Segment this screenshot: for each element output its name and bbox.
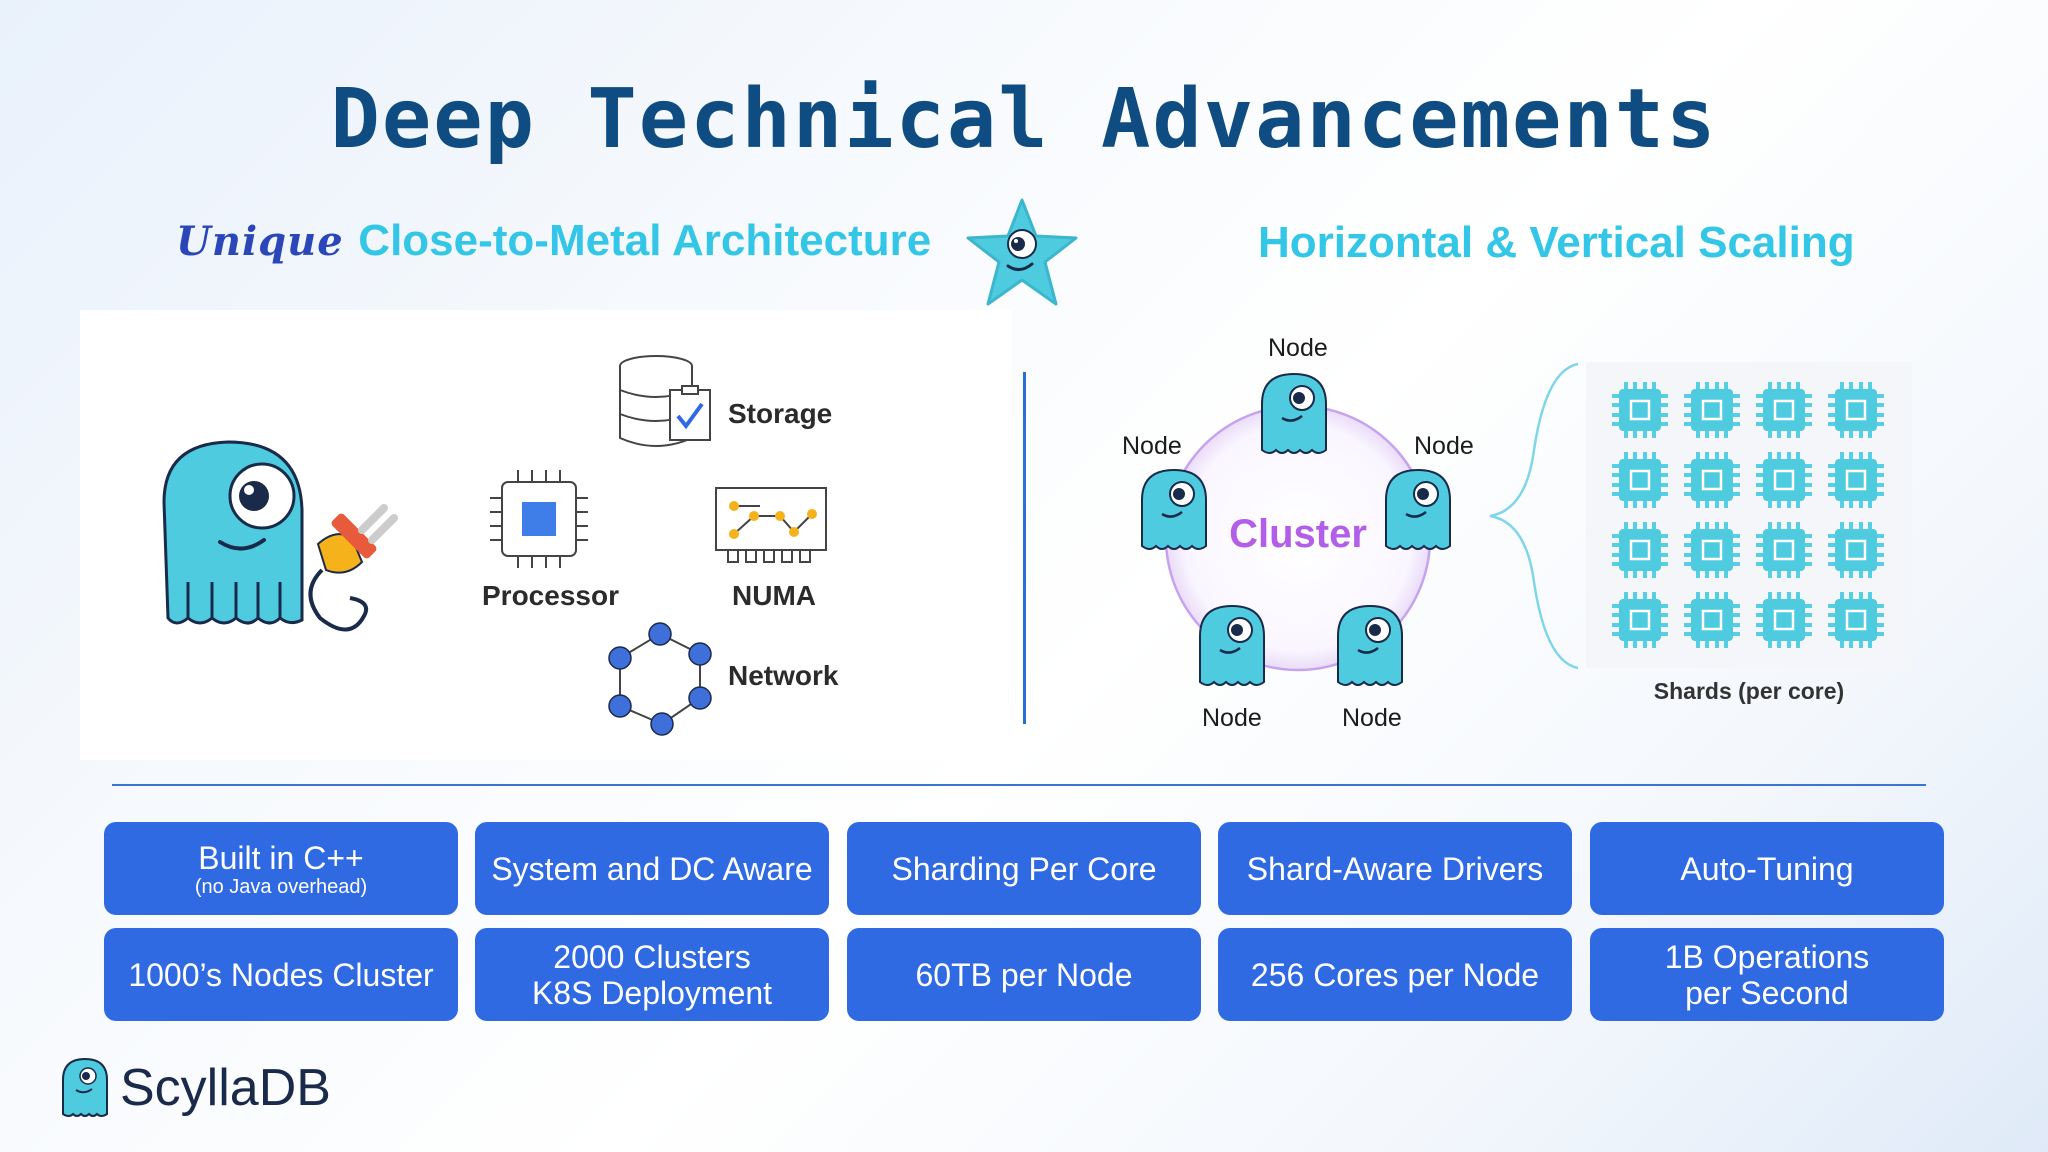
brand-name: ScyllaDB xyxy=(120,1059,331,1117)
feature-1b-operations: 1B Operations per Second xyxy=(1590,928,1944,1021)
feature-title: 256 Cores per Node xyxy=(1250,956,1540,993)
octopus-plug-mascot-icon xyxy=(162,440,398,632)
feature-256-cores: 256 Cores per Node xyxy=(1218,928,1572,1021)
feature-title: 60TB per Node xyxy=(915,956,1133,993)
feature-title: Built in C++ xyxy=(198,839,364,876)
processor-label: Processor xyxy=(482,580,619,611)
feature-title: Shard-Aware Drivers xyxy=(1246,850,1544,887)
feature-60tb-per-node: 60TB per Node xyxy=(847,928,1201,1021)
feature-title: 1000’s Nodes Cluster xyxy=(128,956,434,993)
node-mascot-icon xyxy=(1199,604,1265,686)
feature-title: 2000 Clusters xyxy=(553,938,751,975)
unique-emphasis: Unique xyxy=(176,218,344,265)
shard-core-grid xyxy=(1610,380,1886,650)
feature-title-line2: K8S Deployment xyxy=(531,974,773,1011)
shards-grid-panel xyxy=(1586,362,1912,668)
node-label: Node xyxy=(1268,334,1328,362)
node-label: Node xyxy=(1202,704,1262,732)
feature-auto-tuning: Auto-Tuning xyxy=(1590,822,1944,915)
right-heading: Horizontal & Vertical Scaling xyxy=(1258,218,1855,267)
network-icon xyxy=(608,622,712,736)
feature-title: 1B Operations xyxy=(1664,938,1870,975)
horizontal-rule xyxy=(112,784,1926,786)
shards-label: Shards (per core) xyxy=(1653,678,1845,704)
node-mascot-icon xyxy=(1141,468,1207,550)
storage-label: Storage xyxy=(728,398,833,429)
node-mascot-icon xyxy=(1385,468,1451,550)
feature-title: System and DC Aware xyxy=(491,850,813,887)
numa-board-icon xyxy=(715,487,827,563)
left-heading: Unique Close-to-Metal Architecture xyxy=(176,216,931,266)
feature-title: Sharding Per Core xyxy=(891,850,1157,887)
feature-title: Auto-Tuning xyxy=(1680,850,1854,887)
network-label: Network xyxy=(728,660,839,691)
feature-sharding-per-core: Sharding Per Core xyxy=(847,822,1201,915)
node-label: Node xyxy=(1414,432,1474,460)
node-label: Node xyxy=(1122,432,1182,460)
star-mascot-icon xyxy=(966,198,1078,306)
feature-built-in-cpp: Built in C++ (no Java overhead) xyxy=(104,822,458,915)
section-divider xyxy=(1023,372,1026,724)
node-mascot-icon xyxy=(1261,372,1327,454)
feature-k8s-deployment: 2000 Clusters K8S Deployment xyxy=(475,928,829,1021)
processor-icon xyxy=(490,470,588,568)
feature-nodes-cluster: 1000’s Nodes Cluster xyxy=(104,928,458,1021)
node-mascot-icon xyxy=(1337,604,1403,686)
cluster-label: Cluster xyxy=(1229,512,1367,556)
left-heading-text: Close-to-Metal Architecture xyxy=(358,216,932,265)
page-title: Deep Technical Advancements xyxy=(330,72,1718,167)
feature-title-line2: per Second xyxy=(1685,974,1849,1011)
feature-system-dc-aware: System and DC Aware xyxy=(475,822,829,915)
storage-icon xyxy=(619,355,711,447)
feature-shard-aware-drivers: Shard-Aware Drivers xyxy=(1218,822,1572,915)
scylladb-logo-icon xyxy=(62,1057,108,1117)
node-label: Node xyxy=(1342,704,1402,732)
numa-label: NUMA xyxy=(732,580,816,611)
brace-connector xyxy=(1489,362,1579,670)
feature-subtitle: (no Java overhead) xyxy=(194,875,368,898)
